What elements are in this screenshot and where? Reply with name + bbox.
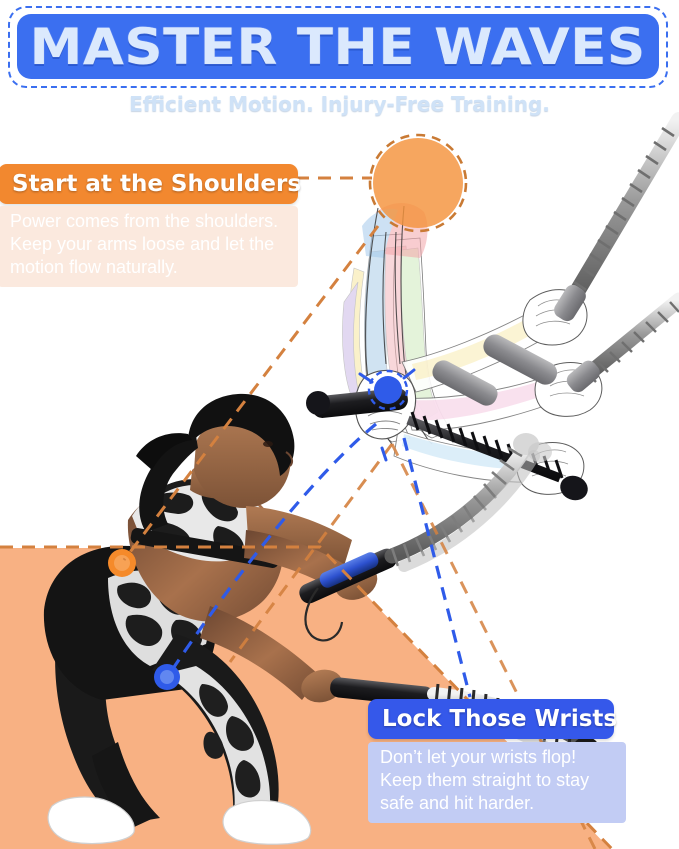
callout-shoulders-heading: Start at the Shoulders: [0, 164, 301, 204]
callout-shoulders-body: Power comes from the shoulders. Keep you…: [0, 206, 298, 287]
callout-lock-those-wrists[interactable]: Lock Those Wrists Don’t let your wrists …: [368, 699, 626, 823]
callout-wrists-line-1: Don’t let your wrists flop!: [380, 747, 577, 767]
callout-wrists-body: Don’t let your wrists flop! Keep them st…: [368, 742, 626, 823]
callout-start-at-the-shoulders[interactable]: Start at the Shoulders Power comes from …: [0, 164, 301, 287]
callout-wrists-line-3: safe and hit harder.: [380, 793, 535, 813]
callout-wrists-heading: Lock Those Wrists: [368, 699, 617, 739]
callout-shoulders-line-1: Power comes from the shoulders.: [10, 211, 279, 231]
callout-shoulders-line-2: Keep your arms loose and let the: [10, 234, 275, 254]
callout-wrists-line-2: Keep them straight to stay: [380, 770, 590, 790]
callout-shoulders-line-3: motion flow naturally.: [10, 257, 178, 277]
